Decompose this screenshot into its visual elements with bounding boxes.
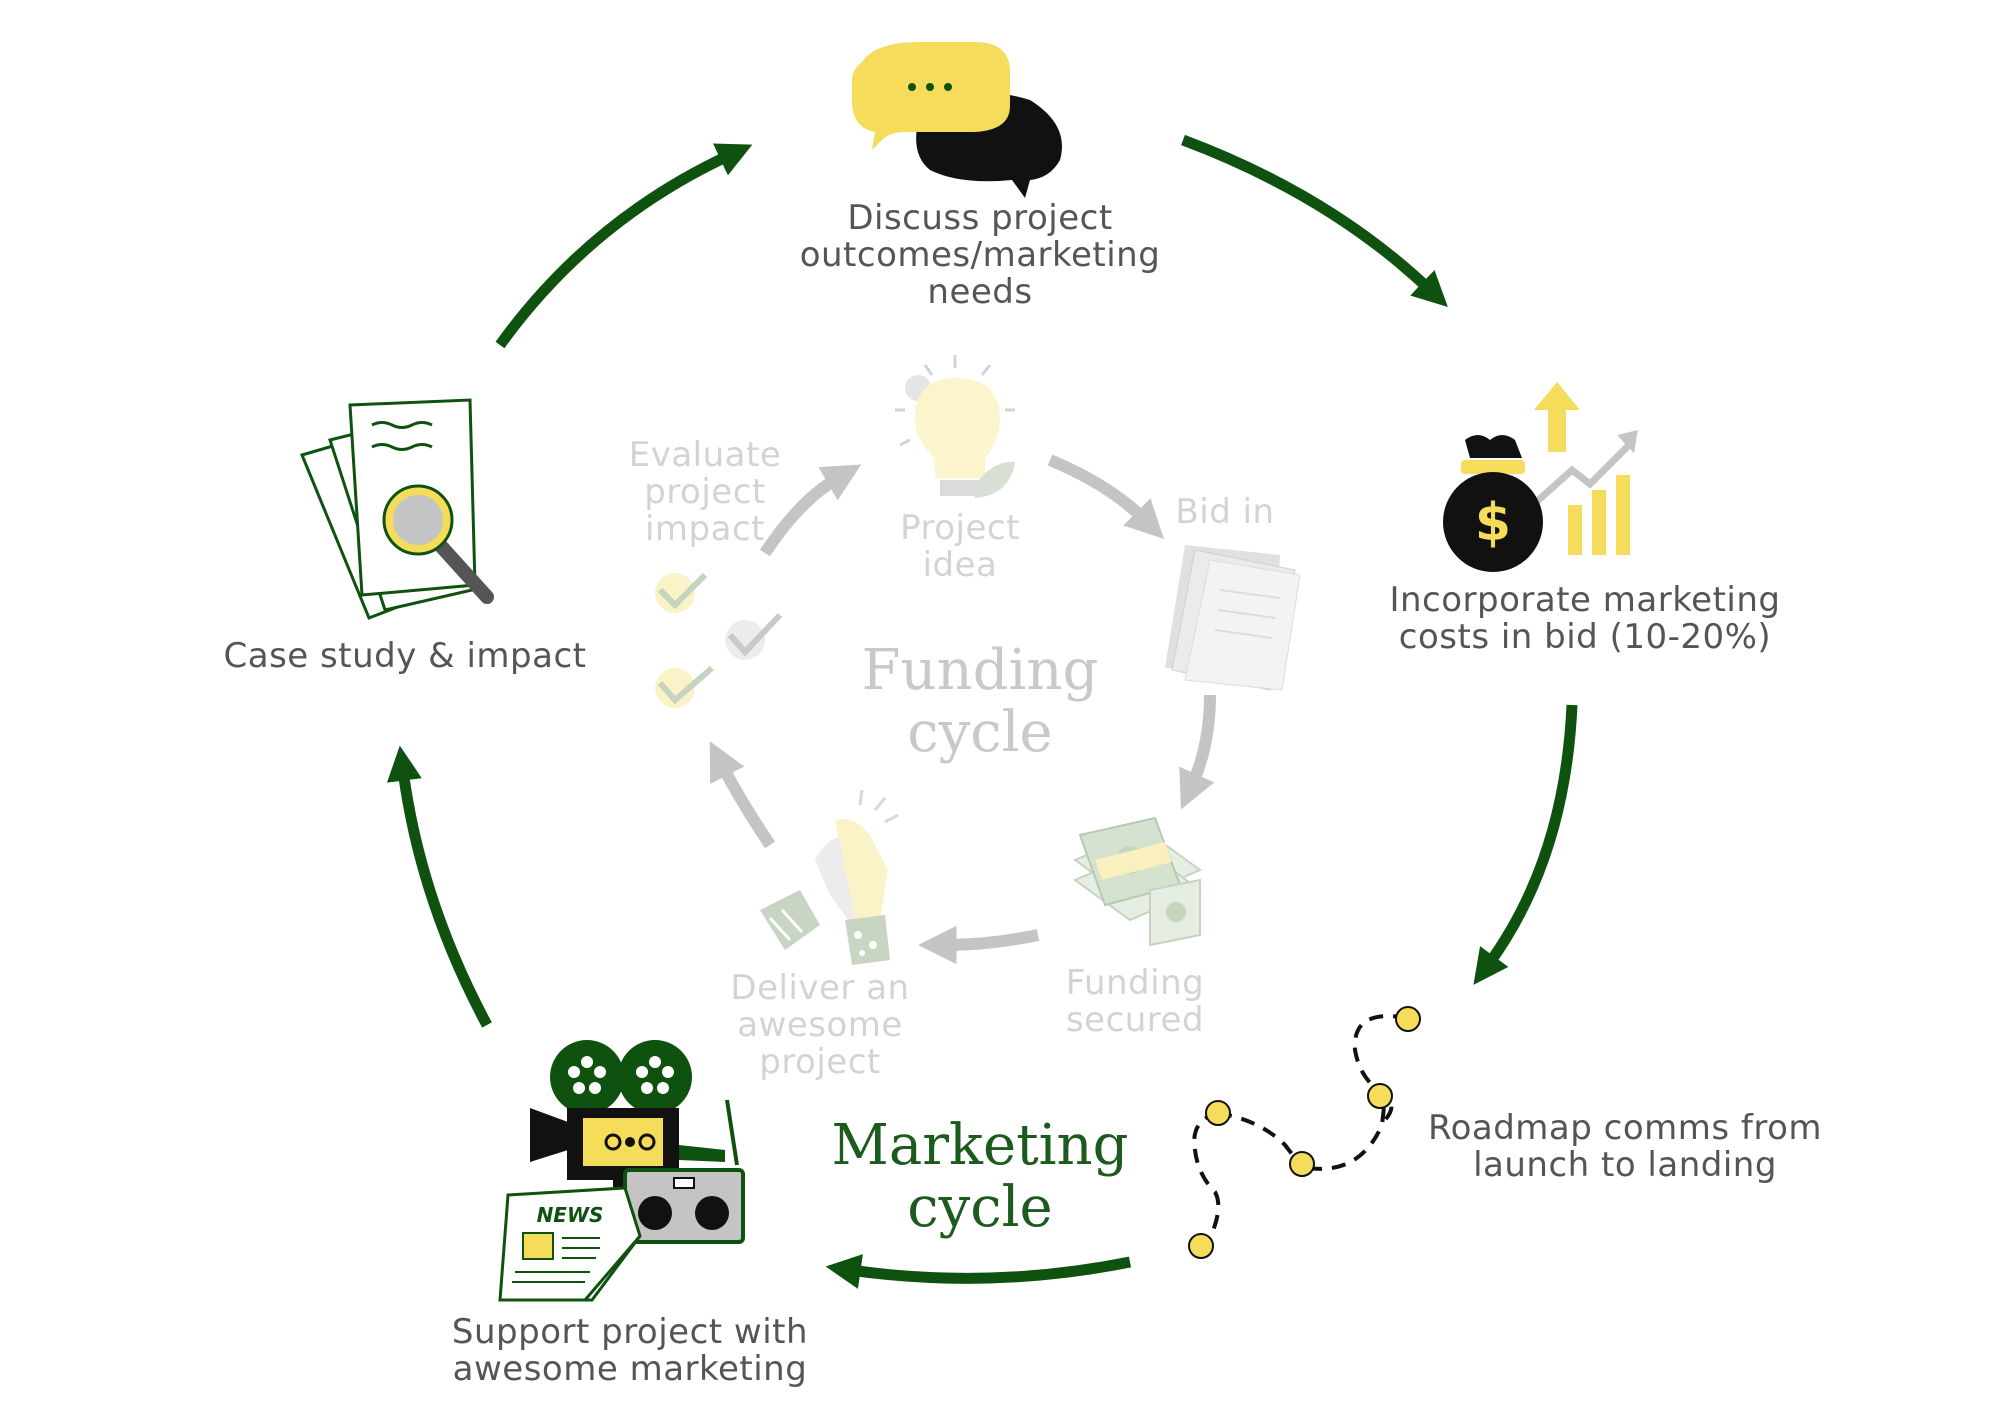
document-magnifier-icon bbox=[299, 398, 494, 620]
step-roadmap-label: Roadmap comms from launch to landing bbox=[1427, 1108, 1823, 1185]
lightbulb-icon bbox=[895, 355, 1015, 498]
arrow-funding-to-deliver bbox=[918, 925, 1040, 965]
arrow-bid-to-roadmap bbox=[1473, 704, 1578, 985]
arrow-discuss-to-bid bbox=[1181, 134, 1448, 307]
arrow-evaluate-to-idea bbox=[759, 464, 862, 557]
arrow-deliver-to-evaluate bbox=[709, 741, 775, 849]
funding-cycle-title: Funding cycle bbox=[861, 638, 1099, 765]
step-incorporate-label: Incorporate marketing costs in bid (10-2… bbox=[1389, 580, 1781, 657]
arrow-idea-to-bid bbox=[1047, 454, 1165, 540]
arrow-roadmap-to-support bbox=[825, 1254, 1132, 1289]
step-discuss-label: Discuss project outcomes/marketing needs bbox=[799, 198, 1161, 312]
funding-step-idea-label: Project idea bbox=[900, 508, 1020, 585]
checkmarks-icon bbox=[655, 572, 783, 708]
svg-text:$: $ bbox=[1475, 493, 1511, 553]
step-case-study-label: Case study & impact bbox=[223, 636, 587, 676]
high-five-icon bbox=[760, 789, 899, 965]
arrow-support-to-case bbox=[386, 745, 492, 1028]
arrow-case-to-discuss bbox=[495, 143, 753, 349]
funding-step-bid-label: Bid in bbox=[1175, 492, 1275, 532]
dotted-roadmap-icon bbox=[1188, 1006, 1421, 1259]
papers-icon bbox=[1165, 545, 1301, 691]
media-camera-radio-news-icon: NEWS bbox=[498, 1040, 745, 1302]
news-text: NEWS bbox=[537, 1203, 604, 1227]
marketing-cycle-title: Marketing cycle bbox=[831, 1113, 1129, 1240]
funding-step-evaluate-label: Evaluate project impact bbox=[628, 435, 782, 549]
funding-step-deliver-label: Deliver an awesome project bbox=[730, 968, 910, 1082]
money-bag-growth-icon: $ bbox=[1443, 382, 1638, 572]
chat-bubbles-icon bbox=[852, 42, 1062, 198]
funding-step-secured-label: Funding secured bbox=[1065, 963, 1205, 1040]
step-support-label: Support project with awesome marketing bbox=[451, 1312, 809, 1389]
arrow-bid-to-funding bbox=[1179, 694, 1216, 810]
cash-stack-icon bbox=[1072, 816, 1203, 947]
